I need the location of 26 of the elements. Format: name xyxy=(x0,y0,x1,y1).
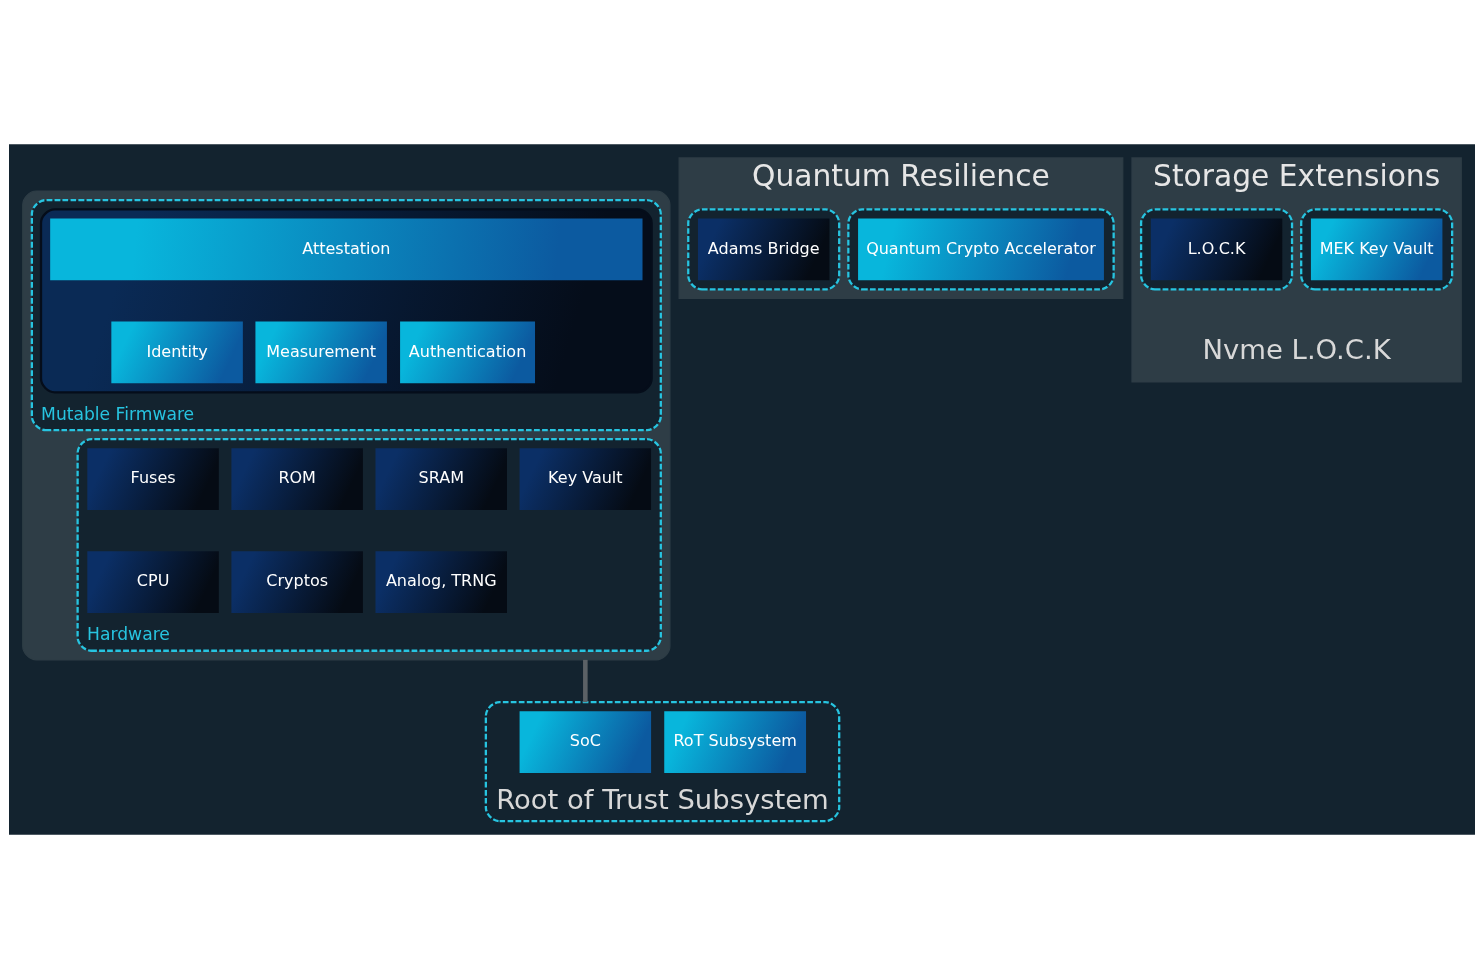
cluster xyxy=(1299,207,1453,291)
node-box: Attestation xyxy=(49,218,642,280)
node-box: Fuses xyxy=(86,447,219,510)
node-box: CPU xyxy=(86,550,219,613)
node-box: MEK Key Vault xyxy=(1310,218,1442,280)
node-box: SRAM xyxy=(375,447,507,510)
node-box: RoT Subsystem xyxy=(663,710,806,773)
node-box: Cryptos xyxy=(230,550,363,613)
cluster xyxy=(1139,207,1293,291)
cluster xyxy=(686,207,840,291)
node-box: Identity xyxy=(110,320,243,383)
node-box: Analog, TRNG xyxy=(375,550,507,613)
node-label: Root of Trust Subsystem xyxy=(495,783,829,815)
node-box: ROM xyxy=(230,447,363,510)
cluster xyxy=(484,700,840,822)
node-box: Measurement xyxy=(254,320,387,383)
node-box: SoC xyxy=(519,710,651,773)
connector xyxy=(582,659,588,702)
node-box: Key Vault xyxy=(519,447,651,510)
node-box: Quantum Crypto Accelerator xyxy=(857,218,1104,280)
node-box: Authentication xyxy=(399,320,535,383)
cluster xyxy=(39,207,653,393)
node-box: L.O.C.K xyxy=(1150,218,1282,280)
cluster xyxy=(846,207,1115,291)
node-box: Adams Bridge xyxy=(697,218,829,280)
cluster xyxy=(21,189,671,660)
